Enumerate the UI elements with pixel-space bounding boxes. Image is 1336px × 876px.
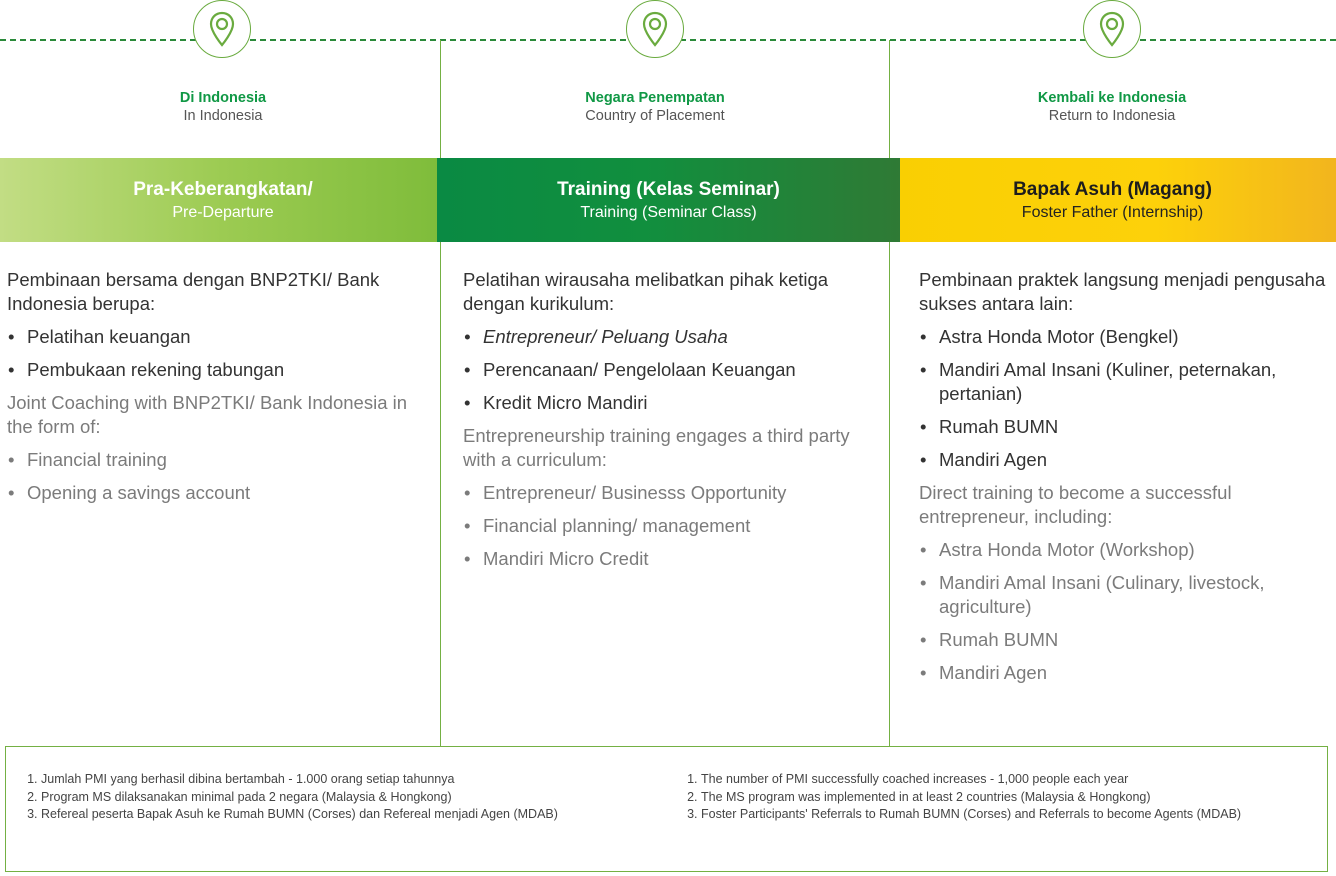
list-item: Mandiri Amal Insani (Kuliner, peternakan…	[919, 358, 1334, 406]
list-item: Astra Honda Motor (Workshop)	[919, 538, 1334, 562]
stage-title-id: Di Indonesia	[179, 90, 267, 106]
list-item: Mandiri Amal Insani (Culinary, livestock…	[919, 571, 1334, 619]
notes-box: Jumlah PMI yang berhasil dibina bertamba…	[5, 746, 1328, 872]
list-item: Kredit Micro Mandiri	[463, 391, 883, 415]
note-item: Refereal peserta Bapak Asuh ke Rumah BUM…	[41, 806, 631, 823]
phase-title-id: Training (Kelas Seminar)	[557, 178, 780, 200]
bullet-list: Entrepreneur/ Peluang Usaha Perencanaan/…	[463, 325, 883, 415]
note-item: The number of PMI successfully coached i…	[701, 771, 1311, 788]
stage-title-3: Kembali ke Indonesia Return to Indonesia	[889, 89, 1335, 125]
column-pre-departure: Pembinaan bersama dengan BNP2TKI/ Bank I…	[7, 268, 427, 514]
stage-marker-3	[1083, 0, 1141, 58]
note-item: Jumlah PMI yang berhasil dibina bertamba…	[41, 771, 631, 788]
intro-text: Direct training to become a successful e…	[919, 482, 1232, 527]
content-en: Direct training to become a successful e…	[919, 481, 1334, 685]
list-item: Entrepreneur/ Businesss Opportunity	[463, 481, 883, 505]
bullet-list: Financial training Opening a savings acc…	[7, 448, 427, 505]
list-item: Rumah BUMN	[919, 628, 1334, 652]
location-pin-icon	[1099, 11, 1125, 47]
content-id: Pembinaan bersama dengan BNP2TKI/ Bank I…	[7, 268, 427, 382]
note-item: The MS program was implemented in at lea…	[701, 789, 1311, 806]
phase-title-en: Pre-Departure	[172, 203, 274, 221]
phase-title-id: Pra-Keberangkatan/	[133, 178, 313, 200]
stage-title-en: Country of Placement	[585, 108, 725, 124]
content-id: Pembinaan praktek langsung menjadi pengu…	[919, 268, 1334, 472]
stage-marker-2	[626, 0, 684, 58]
stage-title-2: Negara Penempatan Country of Placement	[432, 89, 878, 125]
list-item: Mandiri Agen	[919, 661, 1334, 685]
content-en: Entrepreneurship training engages a thir…	[463, 424, 883, 571]
location-pin-icon	[642, 11, 668, 47]
list-item: Mandiri Agen	[919, 448, 1334, 472]
intro-text: Pelatihan wirausaha melibatkan pihak ket…	[463, 269, 829, 314]
column-foster-father: Pembinaan praktek langsung menjadi pengu…	[919, 268, 1334, 694]
column-divider-2	[889, 40, 890, 746]
stage-title-en: In Indonesia	[183, 108, 263, 124]
stage-title-id: Kembali ke Indonesia	[1037, 90, 1187, 106]
stage-marker-1	[193, 0, 251, 58]
content-id: Pelatihan wirausaha melibatkan pihak ket…	[463, 268, 883, 415]
phase-banner-training: Training (Kelas Seminar) Training (Semin…	[437, 158, 900, 242]
notes-list-id: Jumlah PMI yang berhasil dibina bertamba…	[15, 771, 631, 824]
list-item: Pelatihan keuangan	[7, 325, 427, 349]
phase-title-en: Foster Father (Internship)	[1021, 203, 1204, 221]
bullet-list: Entrepreneur/ Businesss Opportunity Fina…	[463, 481, 883, 571]
intro-text: Pembinaan praktek langsung menjadi pengu…	[919, 269, 1326, 314]
location-pin-icon	[209, 11, 235, 47]
bullet-list: Astra Honda Motor (Bengkel) Mandiri Amal…	[919, 325, 1334, 472]
intro-text: Joint Coaching with BNP2TKI/ Bank Indone…	[7, 392, 408, 437]
list-item: Astra Honda Motor (Bengkel)	[919, 325, 1334, 349]
bullet-list: Astra Honda Motor (Workshop) Mandiri Ama…	[919, 538, 1334, 685]
phase-title-id: Bapak Asuh (Magang)	[1013, 178, 1212, 200]
phase-banner-pre-departure: Pra-Keberangkatan/ Pre-Departure	[0, 158, 446, 242]
stage-title-en: Return to Indonesia	[1048, 108, 1176, 124]
stage-title-id: Negara Penempatan	[585, 90, 725, 106]
list-item: Financial training	[7, 448, 427, 472]
content-en: Joint Coaching with BNP2TKI/ Bank Indone…	[7, 391, 427, 505]
list-item: Mandiri Micro Credit	[463, 547, 883, 571]
note-item: Foster Participants' Referrals to Rumah …	[701, 806, 1311, 823]
notes-list-en: The number of PMI successfully coached i…	[675, 771, 1311, 824]
column-training: Pelatihan wirausaha melibatkan pihak ket…	[463, 268, 883, 580]
list-item: Opening a savings account	[7, 481, 427, 505]
note-item: Program MS dilaksanakan minimal pada 2 n…	[41, 789, 631, 806]
list-item: Financial planning/ management	[463, 514, 883, 538]
list-item: Entrepreneur/ Peluang Usaha	[463, 325, 883, 349]
list-item: Pembukaan rekening tabungan	[7, 358, 427, 382]
stage-title-1: Di Indonesia In Indonesia	[0, 89, 446, 125]
list-item: Perencanaan/ Pengelolaan Keuangan	[463, 358, 883, 382]
intro-text: Entrepreneurship training engages a thir…	[463, 425, 850, 470]
list-item: Rumah BUMN	[919, 415, 1334, 439]
column-divider-1	[440, 40, 441, 746]
bullet-list: Pelatihan keuangan Pembukaan rekening ta…	[7, 325, 427, 382]
intro-text: Pembinaan bersama dengan BNP2TKI/ Bank I…	[7, 269, 380, 314]
phase-banner-foster-father: Bapak Asuh (Magang) Foster Father (Inter…	[889, 158, 1336, 242]
phase-title-en: Training (Seminar Class)	[580, 203, 757, 221]
